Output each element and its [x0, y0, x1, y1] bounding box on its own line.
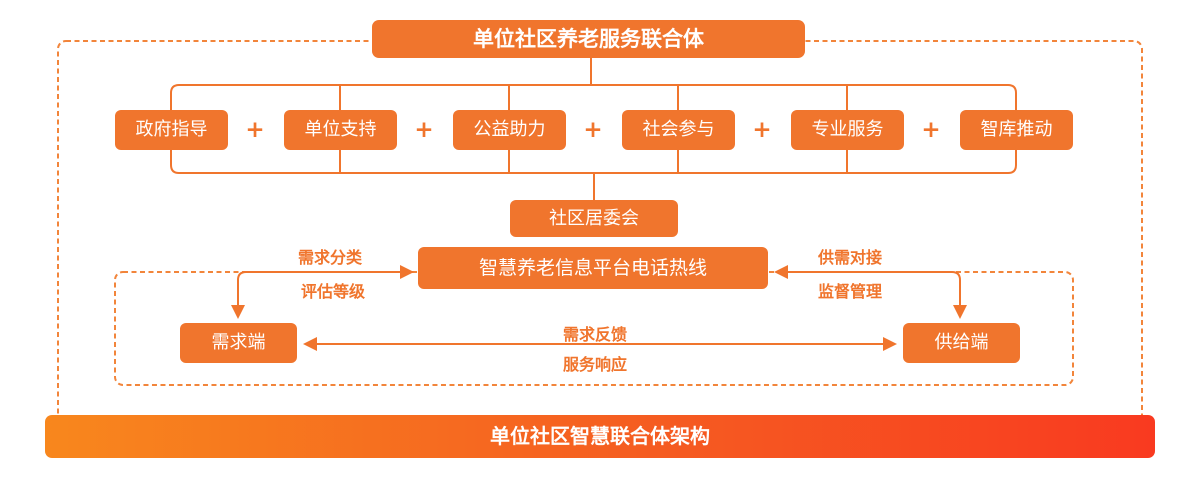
arrow-right-to-supply-icon [883, 337, 897, 351]
pillar-unit-support: 单位支持 [284, 110, 397, 150]
pillar-think-tank: 智库推动 [960, 110, 1073, 150]
label-supervision-management: 监督管理 [817, 282, 883, 301]
bottom-bracket-connector [170, 150, 1017, 200]
label-demand-feedback: 需求反馈 [562, 325, 628, 344]
platform-hotline-node: 智慧养老信息平台电话热线 [418, 247, 768, 289]
diagram-title: 单位社区养老服务联合体 [372, 20, 805, 58]
label-supply-demand-matching: 供需对接 [817, 248, 883, 267]
committee-node: 社区居委会 [510, 200, 678, 237]
supply-side-node: 供给端 [903, 323, 1020, 363]
label-assessment-grade: 评估等级 [300, 282, 366, 301]
demand-side-node: 需求端 [180, 323, 297, 363]
label-demand-classification: 需求分类 [297, 248, 363, 267]
supply-platform-connector [788, 271, 961, 314]
arrow-down-to-demand-icon [231, 305, 245, 319]
demand-platform-connector [237, 271, 400, 314]
plus-sign: + [921, 117, 941, 143]
pillar-government-guidance: 政府指导 [115, 110, 228, 150]
plus-sign: + [752, 117, 772, 143]
arrow-right-to-platform-icon [400, 265, 414, 279]
plus-sign: + [583, 117, 603, 143]
pillar-social-participation: 社会参与 [622, 110, 735, 150]
plus-sign: + [245, 117, 265, 143]
top-bracket-connector [170, 84, 1017, 110]
pillar-public-welfare: 公益助力 [453, 110, 566, 150]
pillar-professional-service: 专业服务 [791, 110, 904, 150]
arrow-left-to-demand-icon [303, 337, 317, 351]
label-service-response: 服务响应 [562, 355, 628, 374]
plus-sign: + [414, 117, 434, 143]
arrow-down-to-supply-icon [953, 305, 967, 319]
outer-dashed-frame [57, 40, 1143, 437]
arrow-left-to-platform-icon [774, 265, 788, 279]
footer-architecture-bar: 单位社区智慧联合体架构 [45, 415, 1155, 458]
